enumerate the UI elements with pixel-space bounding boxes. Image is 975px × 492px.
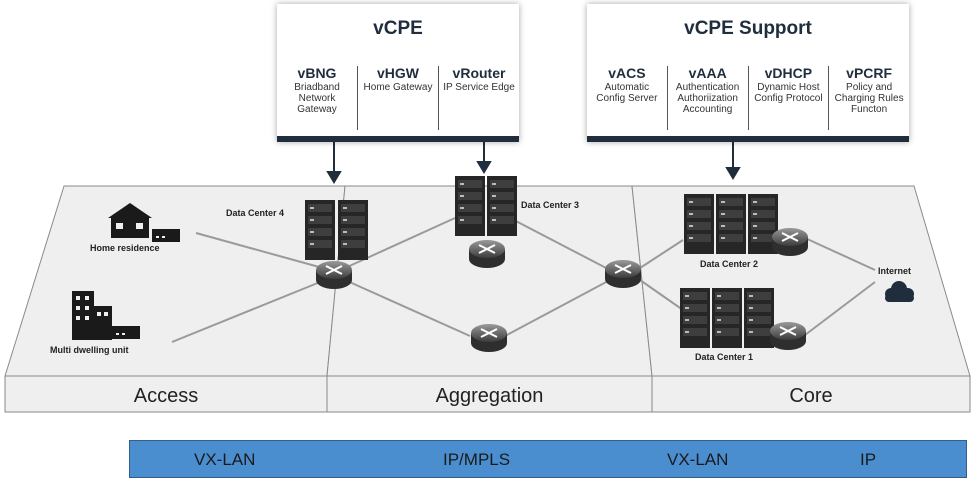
data-center-3-label: Data Center 3 [521,200,580,210]
function-desc: IP Service Edge [443,82,515,93]
function-name: vBNG [297,65,337,81]
multi-dwelling-unit-label: Multi dwelling unit [50,345,129,355]
function-vacs: vACS Automatic Config Server [587,66,667,130]
data-center-2-label: Data Center 2 [700,259,759,269]
cloud-icon [885,281,914,302]
function-name: vAAA [688,65,727,81]
protocol-label: IP [860,450,877,469]
function-vaaa: vAAA Authentication Authoriization Accou… [666,65,748,130]
router-icon-core [604,259,642,289]
function-desc: Policy and Charging Rules Functon [834,82,904,115]
arrows [326,142,741,184]
function-desc: Automatic Config Server [596,82,658,104]
protocol-label: VX-LAN [667,450,729,469]
home-icon [108,203,180,242]
vcpe-support-bar [587,136,909,142]
protocol-bar: VX-LAN IP/MPLS VX-LAN IP [129,440,967,478]
function-desc: Home Gateway [363,82,433,93]
building-icon [72,291,140,340]
router-icon-dc3 [468,239,506,269]
data-center-2-servers [684,194,778,254]
core-label: Core [789,385,833,407]
router-icon-dc2 [771,227,809,257]
function-name: vDHCP [764,65,813,81]
vcpe-box: vCPE vBNG Briadband Network Gateway vHGW… [277,4,519,142]
vcpe-title: vCPE [373,18,423,39]
router-icon-aggregation [470,323,508,353]
data-center-1-servers [680,288,774,348]
vcpe-support-title: vCPE Support [684,18,812,39]
function-name: vPCRF [846,65,893,81]
router-icon-dc1 [769,321,807,351]
function-name: vACS [608,65,646,81]
vcpe-support-box: vCPE Support vACS Automatic Config Serve… [587,4,909,142]
aggregation-label: Aggregation [435,385,544,407]
access-zone [4,185,346,413]
function-vhgw: vHGW Home Gateway [357,66,438,130]
function-vrouter: vRouter IP Service Edge [438,66,519,130]
router-icon-access [315,260,353,290]
function-desc: Dynamic Host Config Protocol [754,82,823,104]
vcpe-bar [277,136,519,142]
data-center-4-label: Data Center 4 [226,208,285,218]
function-desc: Authentication Authoriization Accounting [675,82,740,115]
data-center-1-label: Data Center 1 [695,352,754,362]
function-name: vRouter [452,65,506,81]
home-residence-label: Home residence [90,243,160,253]
protocol-label: VX-LAN [194,450,256,469]
function-name: vHGW [377,65,419,81]
protocol-label: IP/MPLS [443,450,511,469]
function-vbng: vBNG Briadband Network Gateway [277,66,357,130]
function-vdhcp: vDHCP Dynamic Host Config Protocol [747,65,829,130]
access-label: Access [133,385,199,407]
aggregation-zone [326,185,653,413]
function-desc: Briadband Network Gateway [294,82,340,115]
internet-label: Internet [878,266,912,276]
function-vpcrf: vPCRF Policy and Charging Rules Functon [828,66,909,130]
